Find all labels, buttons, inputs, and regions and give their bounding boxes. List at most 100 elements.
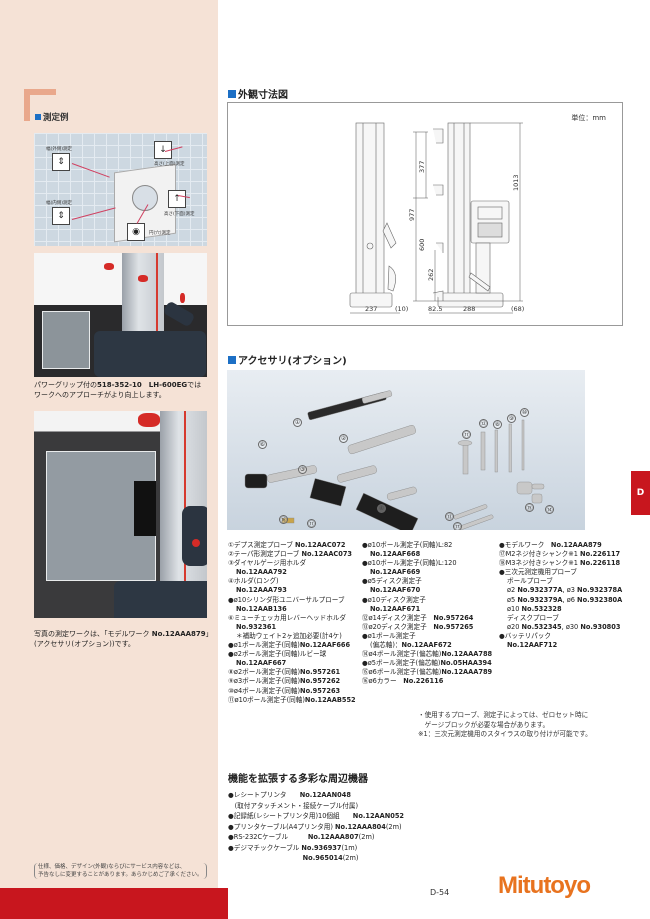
- accessory-notes: ・使用するプローブ、測定子によっては、ゼロセット時に ゲージブロックが必要な場合…: [418, 711, 592, 740]
- list-item: ⑯ø6カラー No.226116: [362, 677, 492, 686]
- list-item: ●ø10ディスク測定子: [362, 596, 492, 605]
- dimension-drawing-svg: 237 (10) 82.5 288 (68) 377 977 600 262 1…: [349, 122, 524, 314]
- tag-14: ⑭: [545, 505, 554, 514]
- tag-1: ①: [293, 418, 302, 427]
- footer-red-bar: [0, 888, 228, 919]
- item-part-number: No.532345: [521, 622, 562, 631]
- section-title-text: アクセサリ(オプション): [238, 356, 347, 367]
- list-item: ④ホルダ(ロング): [228, 577, 356, 586]
- item-label: ø10: [507, 604, 522, 613]
- item-label: , ø3: [562, 586, 578, 595]
- item-label: ディスクプローブ: [507, 613, 559, 622]
- item-part-number: No.12AAF670: [370, 586, 421, 595]
- list-item: ●ø10シリンダ形ユニバーサルプローブ: [228, 596, 356, 605]
- list-item: ⑥ミューチェッカ用レバーヘッドホルダ: [228, 614, 356, 623]
- item-label: ●ø1ボール測定子(同軸): [228, 641, 300, 650]
- height-lower-icon: ↑: [168, 190, 186, 208]
- list-item: ●デジマチックケーブル No.936937(1m): [228, 843, 404, 854]
- list-item: ●三次元測定機用プローブ: [499, 568, 622, 577]
- item-part-number: No.226117: [580, 550, 621, 559]
- item-label: ⑥ミューチェッカ用レバーヘッドホルダ: [228, 613, 347, 622]
- list-item: No.12AAF669: [362, 568, 492, 577]
- item-label: ●ø5ディスク測定子: [362, 577, 422, 586]
- list-item: (取付アタッチメント・接続ケーブル付属): [228, 801, 404, 812]
- list-item: ⑧ø2ボール測定子(同軸)No.957261: [228, 668, 356, 677]
- list-item: ●ø10ボール測定子(同軸)L:120: [362, 559, 492, 568]
- item-part-number: No.12AAB136: [236, 604, 287, 613]
- item-label: ●プリンタケーブル(A4プリンタ用): [228, 822, 336, 831]
- peripherals-title: 機能を拡張する多彩な周辺機器: [228, 774, 368, 785]
- item-label: ②テーパ形測定プローブ: [228, 550, 302, 559]
- item-part-number: No.12AAF672: [401, 641, 452, 650]
- list-item: ⑬ø20ディスク測定子 No.957265: [362, 623, 492, 632]
- item-label: ●ø10シリンダ形ユニバーサルプローブ: [228, 595, 345, 604]
- pointer-line: [71, 207, 116, 220]
- dim-977: 977: [408, 209, 416, 221]
- tag-4: ④: [377, 504, 386, 513]
- column-red-stripe: [156, 253, 158, 348]
- item-cable-length: (2m): [342, 854, 359, 862]
- caption-text: 写真の測定ワークは、「モデルワーク: [34, 630, 152, 638]
- item-label: ●ø1ボール測定子: [362, 631, 416, 640]
- circle-hole-icon: ◉: [127, 223, 145, 241]
- item-label: ①デプス測定プローブ: [228, 541, 295, 549]
- photo1-caption: パワーグリップ付の518-352-10 LH-600EGでは ワークへのアプロー…: [34, 381, 201, 400]
- note-line: ・使用するプローブ、測定子によっては、ゼロセット時に: [418, 711, 589, 719]
- item-label: , ø6: [562, 595, 578, 604]
- item-part-number: No.05HAA394: [440, 659, 492, 668]
- tag-10: ⑩: [520, 408, 529, 417]
- item-label: ●RS-232Cケーブル: [228, 833, 308, 841]
- list-item: ①デプス測定プローブ No.12AAC072: [228, 541, 356, 550]
- item-label: ⑱M3ネジ付きシャンク※1: [499, 559, 581, 568]
- caption-text: 」: [205, 630, 213, 638]
- section-marker-icon: [228, 355, 236, 364]
- item-part-number: No.12AAA793: [236, 586, 287, 595]
- list-item: ø2 No.932377A, ø3 No.932378A: [499, 586, 622, 595]
- item-label: ●レシートプリンタ: [228, 791, 300, 799]
- item-label: ⑪ø10ボール測定子(同軸): [228, 695, 305, 704]
- disclaimer-note: 仕様、価格、デザイン(外観)ならびにサービス内容などは、 予告なしに変更すること…: [34, 863, 207, 879]
- corner-decoration: [24, 89, 56, 95]
- corner-decoration: [24, 89, 30, 121]
- dim-68: (68): [511, 305, 524, 313]
- label-circle-hole: 円(穴)測定: [149, 231, 171, 236]
- list-item: ø5 No.932379A, ø6 No.932380A: [499, 596, 622, 605]
- item-label: ●三次元測定機用プローブ: [499, 568, 577, 577]
- caption-text: パワーグリップ付の: [34, 381, 97, 389]
- chapter-tab-d[interactable]: D: [631, 471, 650, 515]
- dim-288: 288: [463, 305, 475, 313]
- item-label: ⑩ø4ボール測定子(同軸): [228, 686, 301, 695]
- dim-237: 237: [365, 305, 377, 313]
- note-line: ※1：三次元測定機用のスタイラスの取り付けが可能です。: [418, 730, 592, 738]
- red-button: [192, 539, 200, 547]
- tag-18: ⑬: [445, 512, 454, 521]
- item-label: ●モデルワーク: [499, 541, 551, 549]
- tag-11: ⑪: [307, 519, 316, 528]
- list-item: ●プリンタケーブル(A4プリンタ用) No.12AAA804(2m): [228, 822, 404, 833]
- item-cable-length: (1m): [341, 843, 358, 852]
- label-height-lower: 高さ(下面)測定: [164, 212, 195, 217]
- list-item: No.12AAF712: [499, 641, 622, 650]
- tag-9: ⑨: [507, 414, 516, 423]
- item-part-number: No.226118: [580, 559, 621, 568]
- list-item: ⑮ø6ボール測定子(偏芯軸)No.12AAA789: [362, 668, 492, 677]
- red-knob: [104, 263, 114, 270]
- peripherals-list: ●レシートプリンタ No.12AAN048 (取付アタッチメント・接続ケーブル付…: [228, 790, 404, 864]
- mitutoyo-logo: Mitutoyo: [498, 872, 591, 899]
- tag-15: ⑮: [525, 503, 534, 512]
- item-part-number: No.932377A: [517, 586, 563, 595]
- red-knob: [138, 275, 148, 282]
- item-label: (偏芯軸)：: [370, 641, 402, 650]
- item-part-number: No.12AAA879: [550, 541, 602, 549]
- item-label: ø2: [507, 586, 518, 595]
- label-width-inner: 幅(内側)測定: [46, 201, 73, 206]
- tag-8: ⑧: [493, 420, 502, 429]
- list-item: ●ø5ボール測定子(偏芯軸)No.05HAA394: [362, 659, 492, 668]
- list-item: ⑰M2ネジ付きシャンク※1 No.226117: [499, 550, 622, 559]
- dim-10: (10): [395, 305, 408, 313]
- item-part-number: No.957263: [300, 686, 341, 695]
- dimension-drawing: 単位：mm: [227, 102, 623, 326]
- item-label: ⑨ø3ボール測定子(同軸): [228, 677, 301, 686]
- item-part-number: No.12AAF668: [370, 550, 421, 559]
